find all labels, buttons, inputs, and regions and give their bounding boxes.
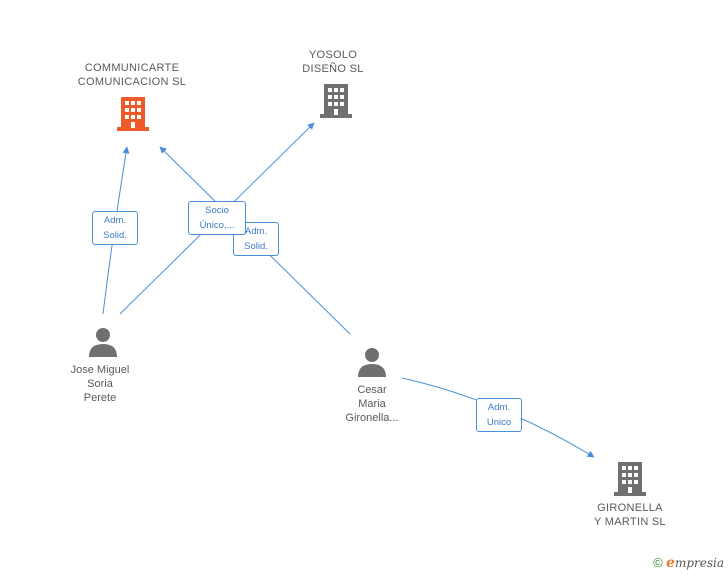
building-icon[interactable] [614,462,646,496]
company-name-line-2: COMUNICACION SL [77,76,187,88]
person-node-jose-miguel[interactable]: Jose Miguel Soria Perete [48,363,152,405]
edge-label-line-1: Adm. [103,215,127,226]
edge-label-cesar-communicarte[interactable]: Adm. Solid. [233,222,279,256]
person-name-line-3: Gironella... [345,412,399,424]
copyright-icon: © [653,555,663,570]
person-name-line-1: Cesar [357,384,387,396]
company-name-line-1: GIRONELLA [597,502,663,514]
edge-label-line-2: Único,... [199,220,235,231]
person-name-line-3: Perete [83,392,117,404]
person-icon[interactable] [357,347,387,377]
person-name-line-1: Jose Miguel [70,364,130,376]
edge-label-jose-yosolo[interactable]: Socio Único,... [188,201,246,235]
edge-label-line-2: Solid. [244,241,268,252]
empresia-logo[interactable]: empresia [666,555,724,571]
edge-label-cesar-gironella[interactable]: Adm. Unico [476,398,522,432]
person-node-cesar[interactable]: Cesar Maria Gironella... [320,383,424,425]
person-name-line-2: Soria [87,378,113,390]
company-name-line-1: YOSOLO [308,49,358,61]
person-name-line-2: Maria [358,398,386,410]
company-node-yosolo[interactable]: YOSOLO DISEÑO SL [283,48,383,76]
edge-label-line-1: Socio [205,205,229,216]
company-name-line-1: COMMUNICARTE [84,62,180,74]
edge-label-jose-communicarte[interactable]: Adm. Solid. [92,211,138,245]
building-icon[interactable] [117,97,149,131]
company-name-line-2: DISEÑO SL [302,63,364,75]
edge-label-line-1: Adm. [244,226,268,237]
edge-label-line-1: Adm. [487,402,511,413]
company-node-communicarte[interactable]: COMMUNICARTE COMUNICACION SL [62,61,202,89]
footer-brand: © empresia [653,555,724,571]
edge-label-line-2: Unico [486,417,512,428]
company-node-gironella-martin[interactable]: GIRONELLA Y MARTIN SL [578,501,682,529]
edge-label-line-2: Solid. [103,230,127,241]
company-name-line-2: Y MARTIN SL [594,516,666,528]
person-icon[interactable] [88,327,118,357]
building-icon[interactable] [320,84,352,118]
